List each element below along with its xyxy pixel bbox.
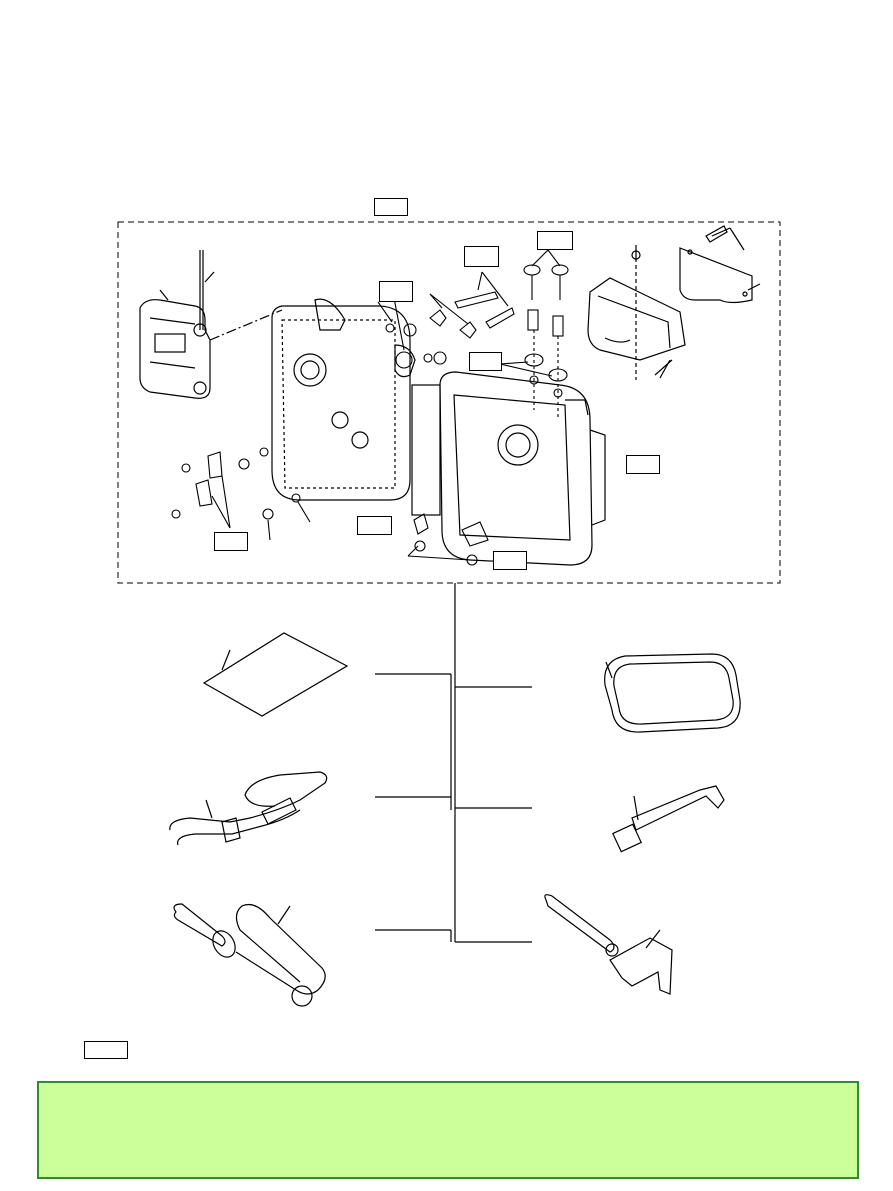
instruction-sheet [202, 632, 349, 717]
lock-lever [407, 513, 489, 566]
control-buttons [377, 271, 515, 369]
note-panel [37, 1081, 859, 1179]
lens-plate-cover [679, 225, 761, 304]
opener-tool-strap [544, 894, 673, 995]
label-box [626, 455, 660, 474]
assembly-dashed-frame [117, 221, 781, 584]
label-box [214, 532, 248, 551]
wrist-strap [173, 903, 326, 1007]
label-box [537, 231, 573, 250]
o-ring [604, 653, 741, 733]
label-box [493, 551, 527, 570]
grease-tube [612, 785, 725, 853]
label-box [464, 246, 499, 267]
side-clips [171, 447, 311, 541]
label-box [357, 516, 392, 535]
housing-rear-case [411, 371, 606, 566]
housing-front-case [209, 298, 416, 501]
label-box [374, 198, 408, 216]
top-shutter-buttons [499, 249, 569, 420]
top-cover [587, 245, 686, 380]
label-box [379, 281, 413, 302]
shoulder-strap [169, 771, 328, 846]
label-box [469, 352, 502, 371]
accessory-bracket-lines [375, 583, 532, 943]
legend-box [84, 1041, 128, 1059]
hinge-pin [199, 250, 215, 330]
